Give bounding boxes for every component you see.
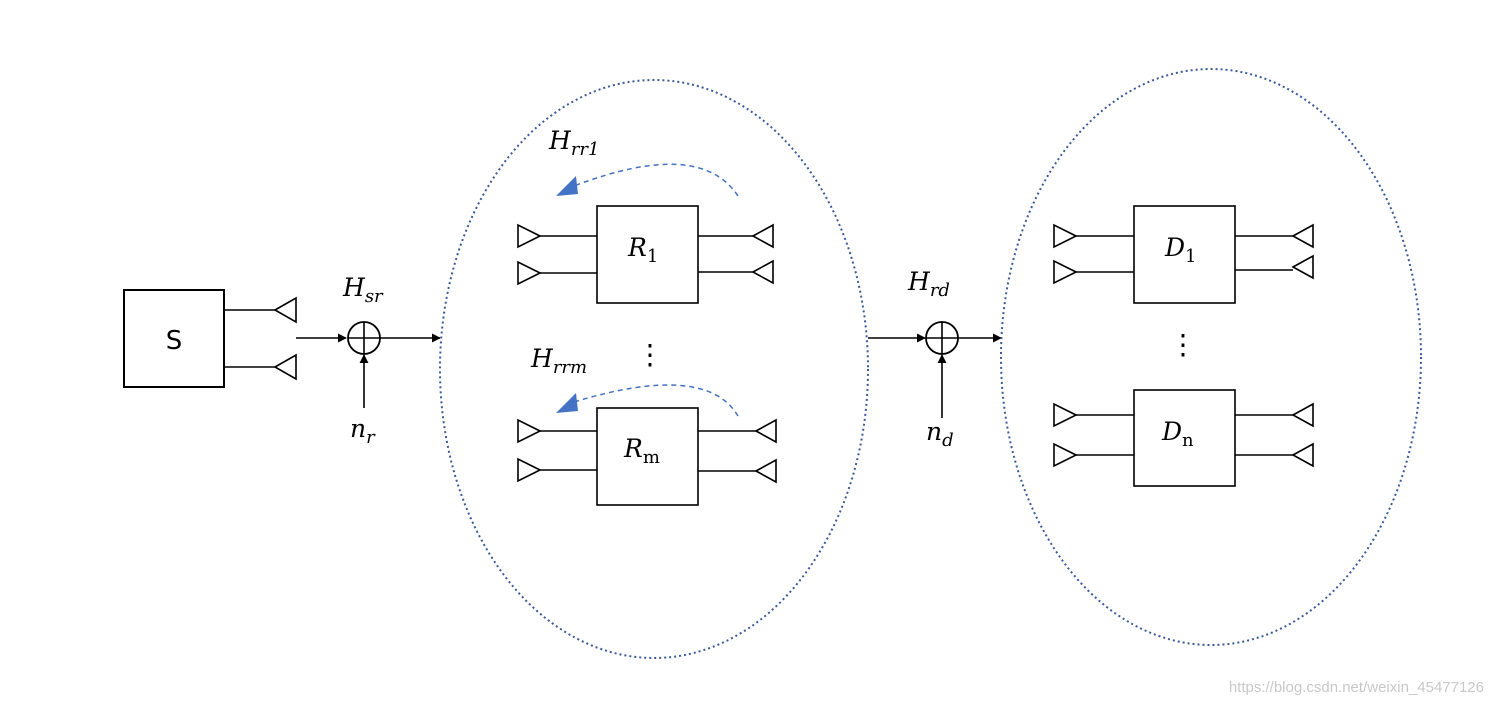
antenna-icon [517, 418, 542, 444]
antenna-icon [1291, 223, 1314, 249]
antenna-icon [273, 353, 297, 381]
destination-cluster: D1 ⋮ Dn [1000, 68, 1422, 646]
destination-box [1133, 205, 1236, 304]
destination-node-n: Dn [1053, 389, 1314, 487]
relay-box [596, 205, 699, 304]
relay-node-1: R1 Hrr1 [517, 126, 774, 304]
watermark: https://blog.csdn.net/weixin_45477126 [1229, 679, 1484, 696]
antenna-icon [754, 458, 777, 484]
destination-node-1: D1 [1053, 205, 1314, 304]
loop-interference-arrow [573, 163, 739, 197]
antenna-icon [517, 223, 542, 249]
source-label: S [166, 326, 183, 356]
antenna-icon [1291, 402, 1314, 428]
loop-arrow-head-icon [556, 393, 578, 413]
relay-label-1: R1 [627, 233, 658, 267]
loop-arrow-head-icon [556, 176, 578, 196]
source-relay-link: Hsr nr [296, 273, 441, 448]
antenna-icon [1053, 442, 1078, 468]
relay-destination-link: Hrd nd [868, 267, 1002, 451]
antenna-icon [1053, 402, 1078, 428]
destination-ellipsis: ⋮ [1169, 328, 1197, 361]
relay-box [596, 407, 699, 506]
channel-label-sr: Hsr [342, 273, 384, 307]
destination-box [1133, 389, 1236, 487]
loop-channel-label-m: Hrrm [530, 344, 587, 378]
antenna-icon [273, 296, 297, 324]
antenna-icon [1053, 223, 1078, 249]
relay-ellipsis: ⋮ [636, 338, 664, 371]
antenna-icon [1291, 254, 1314, 280]
antenna-icon [751, 223, 774, 249]
relay-label-m: Rm [623, 434, 660, 468]
source-box [123, 289, 225, 388]
antenna-icon [751, 259, 774, 285]
antenna-icon [1053, 259, 1078, 285]
channel-label-rd: Hrd [907, 267, 950, 301]
loop-interference-arrow [573, 384, 739, 417]
antenna-icon [517, 457, 542, 483]
destination-label-1: D1 [1164, 233, 1197, 267]
antenna-icon [517, 260, 542, 286]
relay-cluster-border [439, 79, 869, 659]
antenna-icon [754, 418, 777, 444]
antenna-icon [1291, 442, 1314, 468]
loop-channel-label-1: Hrr1 [548, 126, 599, 160]
relay-cluster: R1 Hrr1 ⋮ Rm [439, 79, 869, 659]
destination-label-n: Dn [1161, 417, 1194, 451]
noise-label-r: nr [350, 414, 376, 448]
source-node: S [123, 289, 297, 388]
relay-node-m: Rm Hrrm [517, 344, 777, 506]
destination-cluster-border [1000, 68, 1422, 646]
noise-label-d: nd [926, 417, 954, 451]
